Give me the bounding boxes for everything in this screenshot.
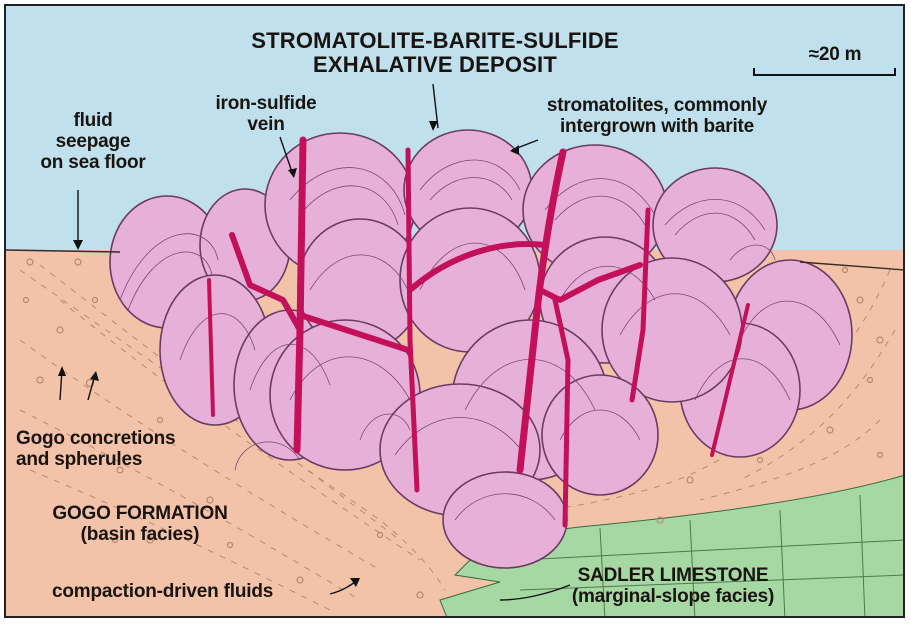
diagram-title: STROMATOLITE-BARITE-SULFIDE EXHALATIVE D… (210, 29, 660, 77)
label-stromatolites: stromatolites, commonly intergrown with … (512, 95, 802, 137)
label-iron-sulfide-vein-line-2: vein (196, 114, 336, 135)
label-stromatolites-line-2: intergrown with barite (512, 116, 802, 137)
label-compaction-fluids: compaction-driven fluids (52, 581, 273, 602)
label-stromatolites-line-1: stromatolites, commonly (512, 95, 802, 116)
label-sadler-limestone: SADLER LIMESTONE (marginal-slope facies) (548, 565, 798, 607)
label-gogo-formation-line-2: (basin facies) (30, 524, 250, 545)
label-fluid-seepage-line-1: fluid (18, 110, 168, 131)
scale-bar-label: ≈20 m (780, 44, 890, 65)
label-fluid-seepage-line-2: seepage (18, 131, 168, 152)
label-fluid-seepage: fluid seepage on sea floor (18, 110, 168, 173)
label-iron-sulfide-vein: iron-sulfide vein (196, 93, 336, 135)
label-gogo-formation-line-1: GOGO FORMATION (30, 503, 250, 524)
title-line-1: STROMATOLITE-BARITE-SULFIDE (210, 29, 660, 53)
label-gogo-concretions: Gogo concretions and spherules (16, 428, 175, 470)
label-sadler-limestone-line-1: SADLER LIMESTONE (548, 565, 798, 586)
label-gogo-concretions-line-1: Gogo concretions (16, 428, 175, 449)
label-gogo-formation: GOGO FORMATION (basin facies) (30, 503, 250, 545)
title-line-2: EXHALATIVE DEPOSIT (210, 53, 660, 77)
label-fluid-seepage-line-3: on sea floor (18, 152, 168, 173)
label-gogo-concretions-line-2: and spherules (16, 449, 175, 470)
label-iron-sulfide-vein-line-1: iron-sulfide (196, 93, 336, 114)
label-sadler-limestone-line-2: (marginal-slope facies) (548, 586, 798, 607)
